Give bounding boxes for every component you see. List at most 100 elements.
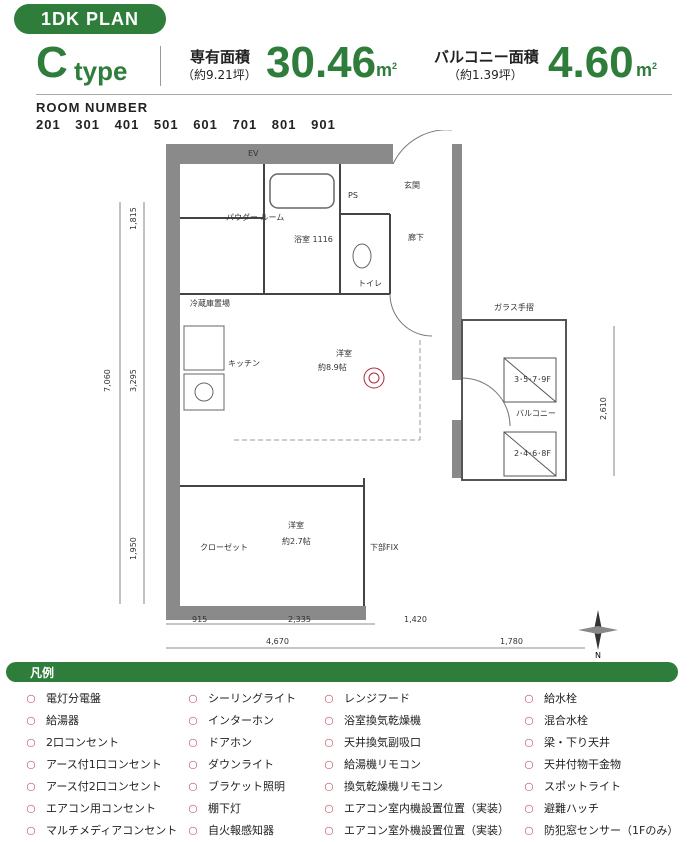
ac-unit-2 xyxy=(503,431,557,477)
legend-label: アース付1口コンセント xyxy=(46,758,162,771)
G-icon: ◯ xyxy=(26,716,36,725)
legend-label: 電灯分電盤 xyxy=(46,692,101,705)
A-icon: ◯ xyxy=(26,804,36,813)
bathtub xyxy=(269,173,335,209)
legend-label: 自火報感知器 xyxy=(208,824,274,837)
K2-icon: ◯ xyxy=(324,782,334,791)
legend-label: スポットライト xyxy=(544,780,621,793)
fire-icon: ◯ xyxy=(188,826,198,835)
legend-label: 天井付物干金物 xyxy=(544,758,621,771)
balcony-area-label: バルコニー面積 xyxy=(434,48,539,66)
legend-item: ◯エアコン室外機設置位置（実装） xyxy=(322,822,509,838)
north-label: N xyxy=(595,651,601,660)
legend-label: 避難ハッチ xyxy=(544,802,599,815)
ac-unit-1-diag xyxy=(503,357,557,403)
dim-b2: 2,335 xyxy=(288,615,311,624)
toilet-bowl xyxy=(352,243,372,269)
balcony-area-tsubo: （約1.39坪） xyxy=(448,68,523,82)
legend-label: 梁・下り天井 xyxy=(544,736,610,749)
label-western-sub-size: 約2.7帖 xyxy=(282,536,311,546)
panel-icon: ◯ xyxy=(26,694,36,703)
interior-gap xyxy=(240,414,429,464)
K-icon: ◯ xyxy=(324,760,334,769)
label-glass-rail: ガラス手摺 xyxy=(494,302,534,312)
2-icon: ◯ xyxy=(26,738,36,747)
E-icon: ◯ xyxy=(26,760,36,769)
label-ev: EV xyxy=(248,149,259,158)
legend-item: ◯インターホン xyxy=(186,712,274,728)
shelf-icon: ◯ xyxy=(188,804,198,813)
D-icon: ◯ xyxy=(188,738,198,747)
faucet-icon: ◯ xyxy=(524,694,534,703)
hatch-icon: ◯ xyxy=(524,804,534,813)
label-closet: クローゼット xyxy=(200,542,248,552)
private-area-unit: m2 xyxy=(376,60,398,80)
label-ac2: 2･4･6･8F xyxy=(514,449,551,458)
legend-item: ◯ ダウンライト xyxy=(186,756,274,772)
dim-left-total: 7,060 xyxy=(103,369,112,392)
dim-b1: 915 xyxy=(192,615,207,624)
floor-plan: EV PS 玄関 パウダー ルーム 浴室 1116 廊下 トイレ 冷蔵庫置場 キ… xyxy=(103,130,618,660)
dim-total: 4,670 xyxy=(266,637,289,646)
label-western-main: 洋室 xyxy=(336,348,352,358)
label-western-sub: 洋室 xyxy=(288,520,304,530)
legend-item: ◯2口コンセント xyxy=(24,734,119,750)
legend-label: ダウンライト xyxy=(208,758,274,771)
legend-item: ◯スポットライト xyxy=(522,778,621,794)
legend-label: インターホン xyxy=(208,714,274,727)
type-letter: C xyxy=(36,38,68,87)
ac-unit-1 xyxy=(503,357,557,403)
balcony-area-value: 4.60 xyxy=(548,38,634,87)
label-kitchen: キッチン xyxy=(228,359,260,368)
legend-item: ◯ 避難ハッチ xyxy=(522,800,599,816)
legend-item: ◯ エアコン用コンセント xyxy=(24,800,156,816)
burner xyxy=(194,382,214,402)
2E-icon: ◯ xyxy=(26,782,36,791)
ceiling-light-inner xyxy=(368,372,380,384)
hang-icon: ◯ xyxy=(524,760,534,769)
room-number-list: 201 301 401 501 601 701 801 901 xyxy=(36,117,336,132)
legend-label: エアコン室内機設置位置（実装） xyxy=(344,802,509,815)
legend-label: 換気乾燥機リモコン xyxy=(344,780,443,793)
dim-left-2: 3,295 xyxy=(129,369,138,392)
legend-item: ◯ アース付2口コンセント xyxy=(24,778,162,794)
dim-right: 2,610 xyxy=(599,397,608,420)
dim-left-1: 1,815 xyxy=(129,207,138,230)
legend-label: 棚下灯 xyxy=(208,802,241,815)
legend-label: 天井換気副吸口 xyxy=(344,736,421,749)
interior xyxy=(180,164,452,606)
legend-label: ドアホン xyxy=(208,736,252,749)
legend-label: エアコン用コンセント xyxy=(46,802,156,815)
bracket-icon: ◯ xyxy=(188,782,198,791)
label-fridge: 冷蔵庫置場 xyxy=(190,298,230,308)
label-entrance: 玄関 xyxy=(404,180,420,190)
legend-label: 給湯器 xyxy=(46,714,79,727)
legend-item: ◯レンジフード xyxy=(322,690,410,706)
legend-label: 防犯窓センサー（1Fのみ） xyxy=(544,824,679,837)
legend-label: 浴室換気乾燥機 xyxy=(344,714,421,727)
legend-label: 混合水栓 xyxy=(544,714,588,727)
legend-item: ◯マルチメディアコンセント xyxy=(24,822,178,838)
label-western-main-size: 約8.9帖 xyxy=(318,362,347,372)
private-area-value: 30.46 xyxy=(266,38,377,87)
private-area-tsubo: （約9.21坪） xyxy=(182,68,257,82)
hall-door-swing xyxy=(389,293,433,337)
legend-label: マルチメディアコンセント xyxy=(46,824,178,837)
mix-icon: ◯ xyxy=(524,716,534,725)
beam-icon: ◯ xyxy=(524,738,534,747)
balcony-door-swing xyxy=(461,377,511,427)
legend-item: ◯ 天井換気副吸口 xyxy=(322,734,421,750)
legend-item: ◯給湯機リモコン xyxy=(322,756,421,772)
legend-item: ◯ 換気乾燥機リモコン xyxy=(322,778,443,794)
dim-b3: 1,420 xyxy=(404,615,427,624)
legend-item: ◯ 天井付物干金物 xyxy=(522,756,621,772)
down-icon: ◯ xyxy=(188,760,198,769)
legend-item: ◯ 自火報感知器 xyxy=(186,822,274,838)
plan-tag: 1DK PLAN xyxy=(14,4,166,34)
legend-item: ◯ ドアホン xyxy=(186,734,252,750)
legend-item: ◯ 梁・下り天井 xyxy=(522,734,610,750)
legend-bar xyxy=(6,662,678,682)
vent-icon: ◯ xyxy=(324,738,334,747)
legend-label: レンジフード xyxy=(344,692,410,705)
legend-label: アース付2口コンセント xyxy=(46,780,162,793)
